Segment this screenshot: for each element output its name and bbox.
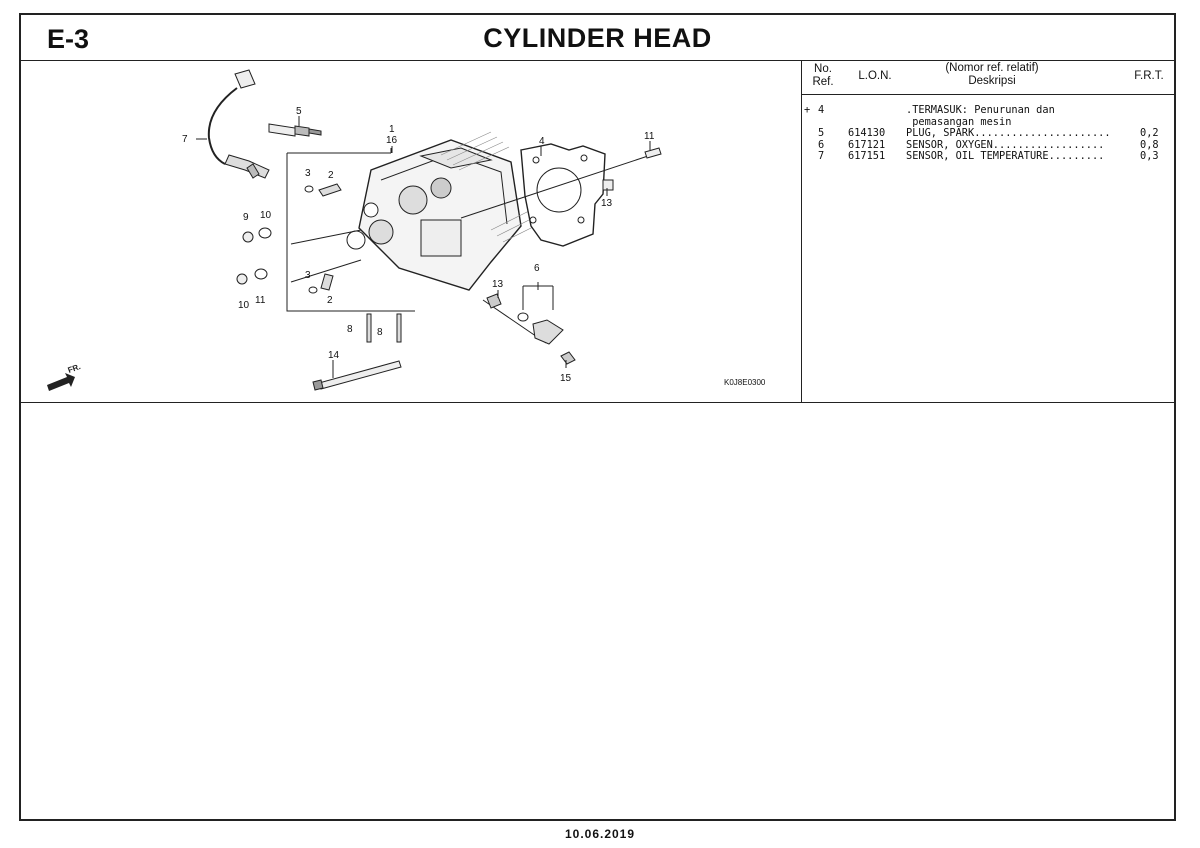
callout-14: 14: [328, 350, 340, 361]
spark-plug: [268, 123, 296, 137]
exploded-diagram: FR. 7 5 1 16 4 11 13 3 2 9 10 3 2 10 11 …: [21, 60, 802, 403]
parts-table: No. Ref. L.O.N. (Nomor ref. relatif) Des…: [802, 60, 1176, 403]
callout-3-upper: 3: [305, 168, 311, 179]
drawing-code: K0J8E0300: [724, 378, 766, 387]
oxygen-sensor-connector: [234, 69, 256, 89]
callout-10-upper: 10: [260, 210, 272, 221]
callout-11-lower: 13: [601, 198, 613, 209]
col-desc-line2: Deskripsi: [968, 75, 1016, 87]
callout-2-lower: 2: [327, 295, 333, 306]
callout-1: 1: [389, 124, 395, 135]
parts-row: 5 614130 PLUG, SPARK....................…: [818, 127, 1159, 139]
callout-4: 4: [539, 136, 545, 147]
parts-table-header: No. Ref. L.O.N. (Nomor ref. relatif) Des…: [802, 60, 1176, 95]
cylinder-head-drawing: FR. 7 5 1 16 4 11 13 3 2 9 10 3 2 10 11 …: [47, 69, 662, 391]
header-bar: E-3 CYLINDER HEAD: [21, 15, 1174, 61]
callout-16: 16: [386, 135, 398, 146]
callout-13: 13: [492, 279, 504, 290]
dowel-pin-upper: [644, 147, 662, 159]
oil-temp-sensor: [532, 319, 564, 345]
callout-9-lower: 10: [238, 300, 250, 311]
dowel-pin-lower: [602, 179, 614, 191]
col-frt: F.R.T.: [1134, 70, 1164, 82]
col-desc-line1: (Nomor ref. relatif): [945, 62, 1039, 74]
long-bolt: [318, 360, 402, 390]
callout-9-upper: 9: [243, 212, 249, 223]
col-ref-line2: Ref.: [812, 76, 834, 88]
page-frame: E-3 CYLINDER HEAD: [19, 13, 1176, 821]
section-code: E-3: [47, 24, 90, 54]
front-marker-label: FR.: [67, 362, 82, 375]
page-title: CYLINDER HEAD: [483, 23, 712, 53]
callout-11-upper: 11: [644, 131, 655, 142]
parts-row: 6 617121 SENSOR, OXYGEN.................…: [818, 138, 1159, 151]
callout-8-left: 8: [347, 324, 353, 335]
footer-date: 10.06.2019: [564, 827, 636, 841]
parts-row: pemasangan mesin: [906, 115, 1012, 128]
callout-10-lower: 11: [255, 295, 266, 306]
callout-6: 7: [182, 134, 188, 145]
callout-7: 6: [534, 263, 540, 274]
callout-2-upper: 2: [328, 170, 334, 181]
col-ref-line1: No.: [814, 63, 832, 75]
col-lon: L.O.N.: [858, 70, 892, 82]
callout-5: 5: [296, 106, 302, 117]
callout-3-lower: 3: [305, 270, 311, 281]
cylinder-head-body: [358, 139, 522, 291]
parts-list: + 4 .TERMASUK: Penurunan dan pemasangan …: [802, 104, 1176, 163]
callout-8-right: 8: [377, 327, 383, 338]
parts-row: 7 617151 SENSOR, OIL TEMPERATURE........…: [818, 150, 1159, 162]
parts-row: + 4 .TERMASUK: Penurunan dan: [804, 104, 1055, 116]
callout-15: 15: [560, 373, 572, 384]
oxygen-sensor-body: [224, 154, 270, 179]
front-direction-icon: FR.: [47, 362, 82, 391]
